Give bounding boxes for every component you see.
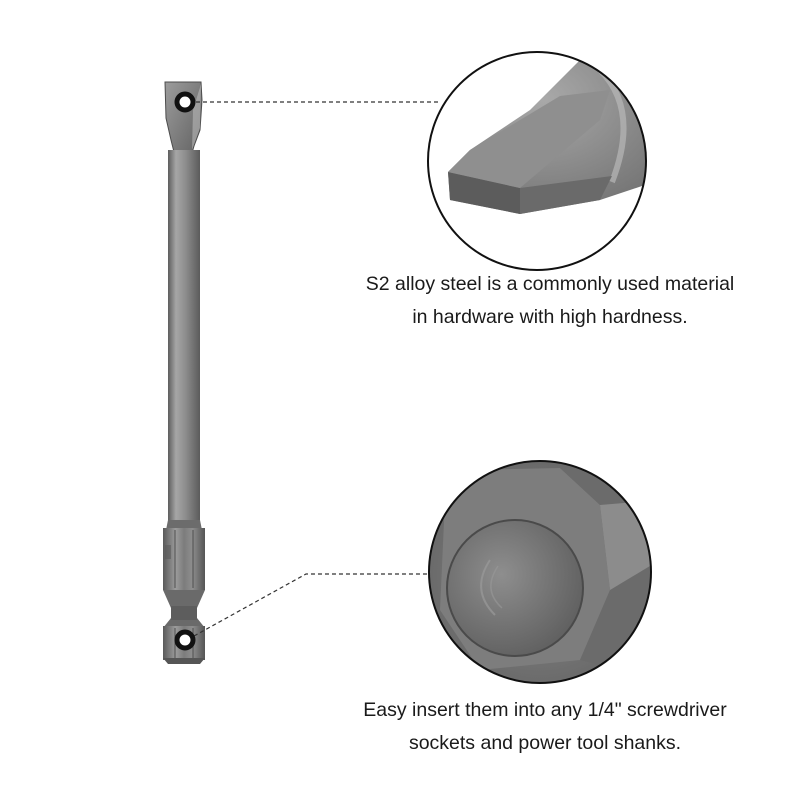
caption-line: in hardware with high hardness. [412, 306, 688, 328]
caption-line: sockets and power tool shanks. [408, 732, 682, 754]
caption-line: Easy insert them into any 1/4" screwdriv… [363, 699, 727, 721]
callout-caption-material: S2 alloy steel is a commonly used materi… [300, 268, 800, 334]
caption-line: S2 alloy steel is a commonly used materi… [365, 273, 735, 295]
shank-end-face [446, 519, 584, 657]
callout-bottom [174, 573, 456, 651]
callout-caption-compatibility: Easy insert them into any 1/4" screwdriv… [290, 694, 800, 760]
zoom-circle-hex [428, 460, 652, 684]
callout-top [174, 91, 440, 113]
screwdriver-bit [163, 81, 205, 664]
zoom-circle-tip [427, 51, 647, 271]
bit-shaft [168, 150, 200, 526]
callout-marker-dot [174, 91, 196, 113]
callout-leader-line [193, 573, 456, 637]
callout-marker-dot [174, 629, 196, 651]
